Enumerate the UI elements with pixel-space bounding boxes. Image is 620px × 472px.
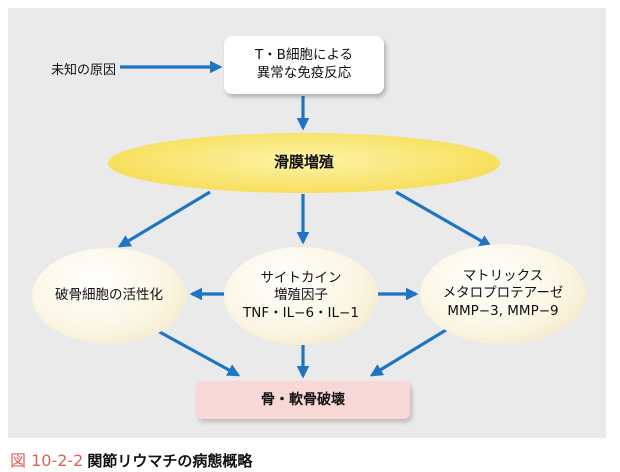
osteoclast-label: 破骨細胞の活性化 bbox=[55, 287, 163, 304]
figure-title: 関節リウマチの病態概略 bbox=[87, 452, 253, 470]
cytokine-label: サイトカイン 増殖因子 TNF・IL−6・IL−1 bbox=[243, 269, 359, 321]
arrow-osteoclast-to-destruction bbox=[155, 328, 241, 377]
figure-caption: 図 10-2-2 関節リウマチの病態概略 bbox=[10, 447, 252, 471]
synovium-ellipse: 滑膜増殖 bbox=[108, 133, 500, 193]
figure-number: 図 10-2-2 bbox=[10, 451, 84, 470]
mmp-ellipse: マトリックス メタロプロテアーゼ MMP−3, MMP−9 bbox=[420, 244, 586, 344]
immune-reaction-label: T・B細胞による 異常な免疫反応 bbox=[254, 47, 354, 81]
arrow-synovium-to-osteoclast bbox=[117, 190, 211, 248]
arrow-mmp-to-destruction bbox=[369, 328, 447, 377]
destruction-label: 骨・軟骨破壊 bbox=[261, 391, 345, 408]
mmp-label: マトリックス メタロプロテアーゼ MMP−3, MMP−9 bbox=[442, 267, 564, 319]
immune-reaction-box: T・B細胞による 異常な免疫反応 bbox=[224, 36, 384, 94]
cytokine-ellipse: サイトカイン 増殖因子 TNF・IL−6・IL−1 bbox=[224, 247, 378, 345]
arrow-synovium-to-mmp bbox=[395, 190, 493, 248]
osteoclast-ellipse: 破骨細胞の活性化 bbox=[32, 248, 186, 344]
synovium-label: 滑膜増殖 bbox=[273, 153, 334, 172]
unknown-cause-label: 未知の原因 bbox=[51, 63, 117, 78]
destruction-box: 骨・軟骨破壊 bbox=[196, 381, 410, 419]
